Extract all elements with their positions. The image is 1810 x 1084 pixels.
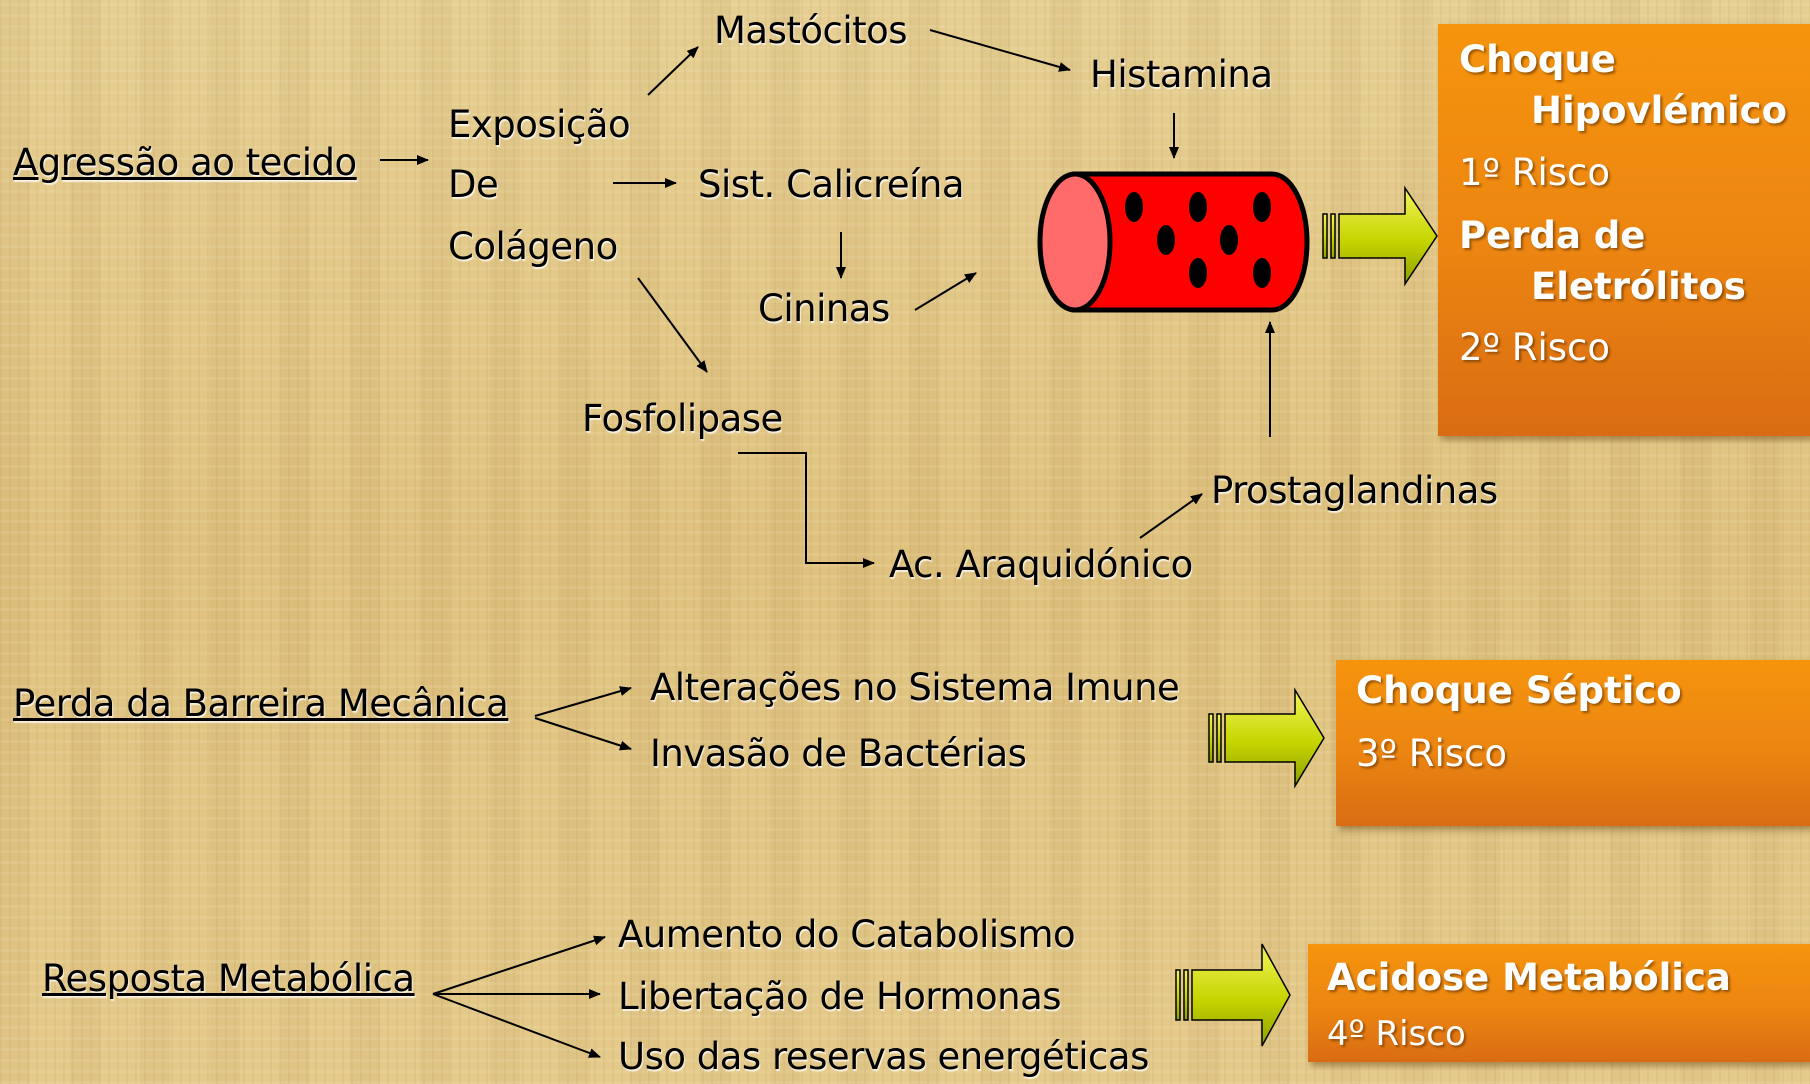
label-fosfolipase: Fosfolipase: [582, 397, 783, 440]
risk-box-hipovolemico: Choque Hipovlémico 1º Risco Perda de Ele…: [1438, 24, 1810, 436]
fat-arrow-1: [1322, 185, 1438, 287]
arrow-barreira-bacterias: [534, 717, 632, 751]
label-reservas: Uso das reservas energéticas: [618, 1035, 1149, 1078]
risk3-label: 3º Risco: [1356, 732, 1507, 775]
arrow-barreira-imune: [534, 686, 632, 717]
exposure-line-3: Colágeno: [448, 225, 618, 268]
risk-box-acidose: Acidose Metabólica 4º Risco: [1308, 944, 1810, 1062]
exposure-line-2: De: [448, 163, 499, 206]
label-mastocitos: Mastócitos: [714, 9, 908, 52]
label-sistema-imune: Alterações no Sistema Imune: [650, 666, 1180, 709]
arrow-exposicao-mastocitos: [647, 46, 699, 96]
risk-box-septico: Choque Séptico 3º Risco: [1336, 660, 1810, 826]
flow3-arrows: [432, 935, 606, 1058]
label-catabolismo: Aumento do Catabolismo: [618, 913, 1076, 956]
arrow-cininas-vessel: [914, 272, 977, 311]
risk4-label: 4º Risco: [1327, 1014, 1466, 1054]
label-prostaglandinas: Prostaglandinas: [1211, 469, 1498, 512]
arrow-resposta-catabolismo: [432, 935, 606, 995]
label-araquidonico: Ac. Araquidónico: [889, 543, 1193, 586]
trigger-resposta: Resposta Metabólica: [42, 957, 415, 1000]
arrow-exposicao-fosfolipase: [637, 277, 708, 373]
risk3-title: Choque Séptico: [1356, 669, 1682, 712]
arrow-mastocitos-histamina: [929, 29, 1071, 72]
arrow-fosfolipase-araquidonico: [738, 452, 875, 568]
risk1-subtitle-line2: Eletrólitos: [1531, 265, 1746, 308]
exposure-line-1: Exposição: [448, 103, 631, 146]
risk4-title: Acidose Metabólica: [1327, 956, 1731, 999]
blood-vessel: [1037, 171, 1310, 313]
vessel-pores: [1125, 192, 1271, 288]
label-histamina: Histamina: [1090, 53, 1273, 96]
risk1-title-line1: Choque: [1459, 38, 1616, 81]
label-calicreina: Sist. Calicreína: [698, 163, 965, 206]
label-bacterias: Invasão de Bactérias: [650, 732, 1027, 775]
fat-arrow-3: [1175, 943, 1291, 1047]
trigger-barreira: Perda da Barreira Mecânica: [13, 682, 509, 725]
label-hormonas: Libertação de Hormonas: [618, 975, 1062, 1018]
arrow-resposta-reservas: [432, 993, 601, 1058]
arrow-araquidonico-prostaglandinas: [1139, 493, 1203, 539]
trigger-agressao: Agressão ao tecido: [13, 141, 357, 184]
vessel-opening: [1037, 171, 1113, 313]
flow2-arrows: [534, 686, 632, 751]
risk1-subtitle-line1: Perda de: [1459, 214, 1646, 257]
label-cininas: Cininas: [758, 287, 890, 330]
risk1-label: 1º Risco: [1459, 151, 1610, 194]
flow1-arrows: [380, 29, 1275, 568]
risk1-title-line2: Hipovlémico: [1531, 89, 1788, 132]
risk2-label: 2º Risco: [1459, 326, 1610, 369]
fat-arrow-2: [1208, 687, 1325, 789]
